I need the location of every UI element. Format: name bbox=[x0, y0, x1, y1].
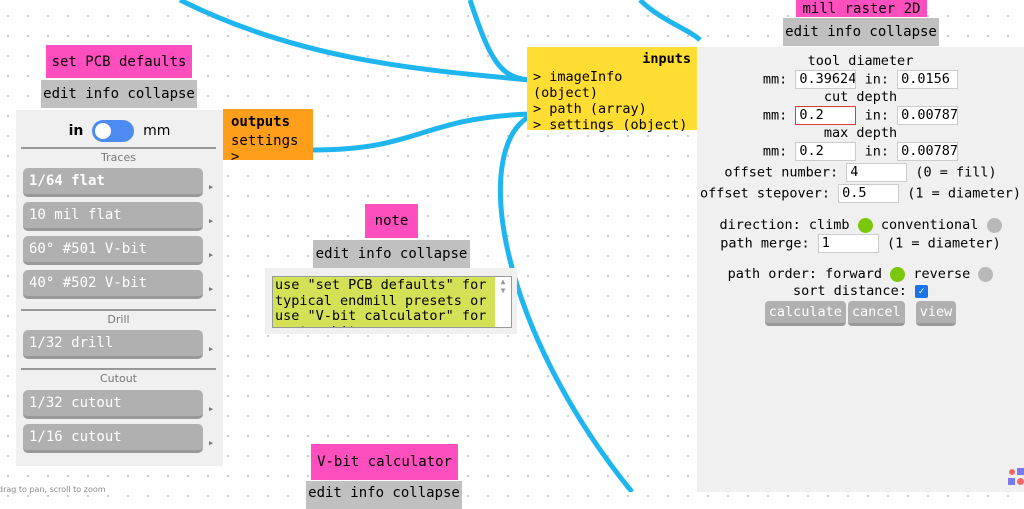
unit-toggle[interactable] bbox=[92, 120, 135, 142]
direction-label: direction: bbox=[719, 217, 801, 233]
inputs-title: inputs bbox=[642, 51, 691, 67]
sort-distance-checkbox[interactable]: ✓ bbox=[914, 284, 928, 298]
status-hint: drag to pan, scroll to zoom bbox=[0, 485, 106, 494]
forward-radio[interactable] bbox=[890, 266, 906, 282]
cut-in-label: in: bbox=[864, 107, 889, 124]
preset-60-vbit[interactable]: 60° #501 V-bit bbox=[23, 236, 203, 265]
offset-stepover-input[interactable]: 0.5 bbox=[838, 184, 900, 203]
path-merge-hint: (1 = diameter) bbox=[886, 235, 1001, 252]
wire bbox=[497, 113, 634, 492]
note-edit-bar[interactable]: edit info collapse bbox=[313, 240, 470, 268]
input-imageinfo[interactable]: > imageInfo (object) bbox=[533, 69, 623, 101]
outputs-box: outputs settings > bbox=[223, 109, 313, 165]
cut-depth-in-input[interactable]: 0.00787 bbox=[897, 106, 959, 125]
vbit-title[interactable]: V-bit calculator bbox=[311, 444, 458, 480]
cut-depth-mm-input[interactable]: 0.2 bbox=[795, 106, 857, 125]
wire bbox=[312, 111, 531, 153]
climb-label: climb bbox=[808, 217, 850, 233]
cancel-button[interactable]: cancel bbox=[847, 301, 905, 326]
preset-1-32-drill[interactable]: 1/32 drill bbox=[23, 330, 203, 359]
section-cutout: Cutout bbox=[21, 368, 216, 385]
offset-number-hint: (0 = fill) bbox=[915, 164, 997, 181]
mods-logo-icon[interactable] bbox=[1008, 468, 1024, 492]
path-merge-input[interactable]: 1 bbox=[817, 234, 879, 253]
conventional-label: conventional bbox=[880, 217, 979, 233]
wire bbox=[178, 0, 531, 83]
max-depth-label: max depth bbox=[823, 125, 898, 141]
output-settings[interactable]: settings > bbox=[231, 133, 299, 165]
reverse-label: reverse bbox=[913, 266, 971, 282]
vbit-edit-bar[interactable]: edit info collapse bbox=[306, 481, 462, 509]
max-mm-label: mm: bbox=[762, 143, 788, 160]
note-panel: use "set PCB defaults" for typical endmi… bbox=[265, 268, 517, 334]
tool-diameter-label: tool diameter bbox=[807, 53, 914, 69]
calculate-button[interactable]: calculate bbox=[764, 301, 846, 326]
section-traces: Traces bbox=[21, 147, 216, 164]
note-textarea[interactable]: use "set PCB defaults" for typical endmi… bbox=[272, 276, 512, 328]
unit-in-label: in bbox=[68, 123, 84, 139]
preset-1-16-cutout[interactable]: 1/16 cutout bbox=[23, 424, 203, 453]
note-title[interactable]: note bbox=[365, 204, 418, 238]
offset-stepover-label: offset stepover: bbox=[699, 185, 830, 202]
pcb-defaults-title[interactable]: set PCB defaults bbox=[46, 45, 192, 78]
wire bbox=[638, 0, 702, 42]
input-settings[interactable]: > settings (object) bbox=[533, 117, 688, 133]
path-merge-label: path merge: bbox=[720, 235, 810, 252]
pcb-defaults-edit-bar[interactable]: edit info collapse bbox=[41, 80, 197, 108]
mill-panel: tool diameter mm: 0.39624 in: 0.0156 cut… bbox=[697, 47, 1024, 492]
forward-label: forward bbox=[825, 266, 883, 282]
offset-number-input[interactable]: 4 bbox=[846, 163, 908, 182]
max-depth-in-input[interactable]: 0.00787 bbox=[897, 142, 959, 161]
view-button[interactable]: view bbox=[915, 301, 957, 326]
path-order-label: path order: bbox=[727, 266, 818, 282]
max-depth-mm-input[interactable]: 0.2 bbox=[795, 142, 857, 161]
preset-1-64-flat[interactable]: 1/64 flat bbox=[23, 168, 203, 197]
tool-diameter-in-input[interactable]: 0.0156 bbox=[897, 70, 959, 89]
tool-mm-label: mm: bbox=[762, 71, 788, 88]
climb-radio[interactable] bbox=[857, 217, 873, 233]
offset-number-label: offset number: bbox=[724, 164, 839, 181]
wires bbox=[178, 0, 702, 492]
cut-depth-label: cut depth bbox=[823, 89, 898, 105]
note-scrollbar[interactable]: ▲▼ bbox=[495, 277, 511, 327]
input-path[interactable]: > path (array) bbox=[533, 101, 647, 117]
outputs-title: outputs bbox=[231, 114, 291, 130]
tool-diameter-mm-input[interactable]: 0.39624 bbox=[795, 70, 857, 89]
max-in-label: in: bbox=[864, 143, 889, 160]
wire bbox=[467, 0, 531, 83]
mill-title[interactable]: mill raster 2D bbox=[796, 0, 927, 17]
cut-mm-label: mm: bbox=[762, 107, 788, 124]
preset-40-vbit[interactable]: 40° #502 V-bit bbox=[23, 270, 203, 299]
reverse-radio[interactable] bbox=[978, 266, 994, 282]
preset-10-mil-flat[interactable]: 10 mil flat bbox=[23, 202, 203, 231]
tool-in-label: in: bbox=[864, 71, 889, 88]
section-drill: Drill bbox=[21, 309, 216, 326]
preset-1-32-cutout[interactable]: 1/32 cutout bbox=[23, 390, 203, 419]
offset-stepover-hint: (1 = diameter) bbox=[907, 185, 1022, 202]
pcb-defaults-panel: in mm Traces 1/64 flat▶ 10 mil flat▶ 60°… bbox=[16, 110, 223, 466]
sort-distance-label: sort distance: bbox=[793, 283, 907, 299]
mill-edit-bar[interactable]: edit info collapse bbox=[783, 18, 939, 46]
conventional-radio[interactable] bbox=[986, 217, 1002, 233]
unit-mm-label: mm bbox=[143, 123, 171, 139]
inputs-box: inputs > imageInfo (object) > path (arra… bbox=[527, 47, 697, 133]
